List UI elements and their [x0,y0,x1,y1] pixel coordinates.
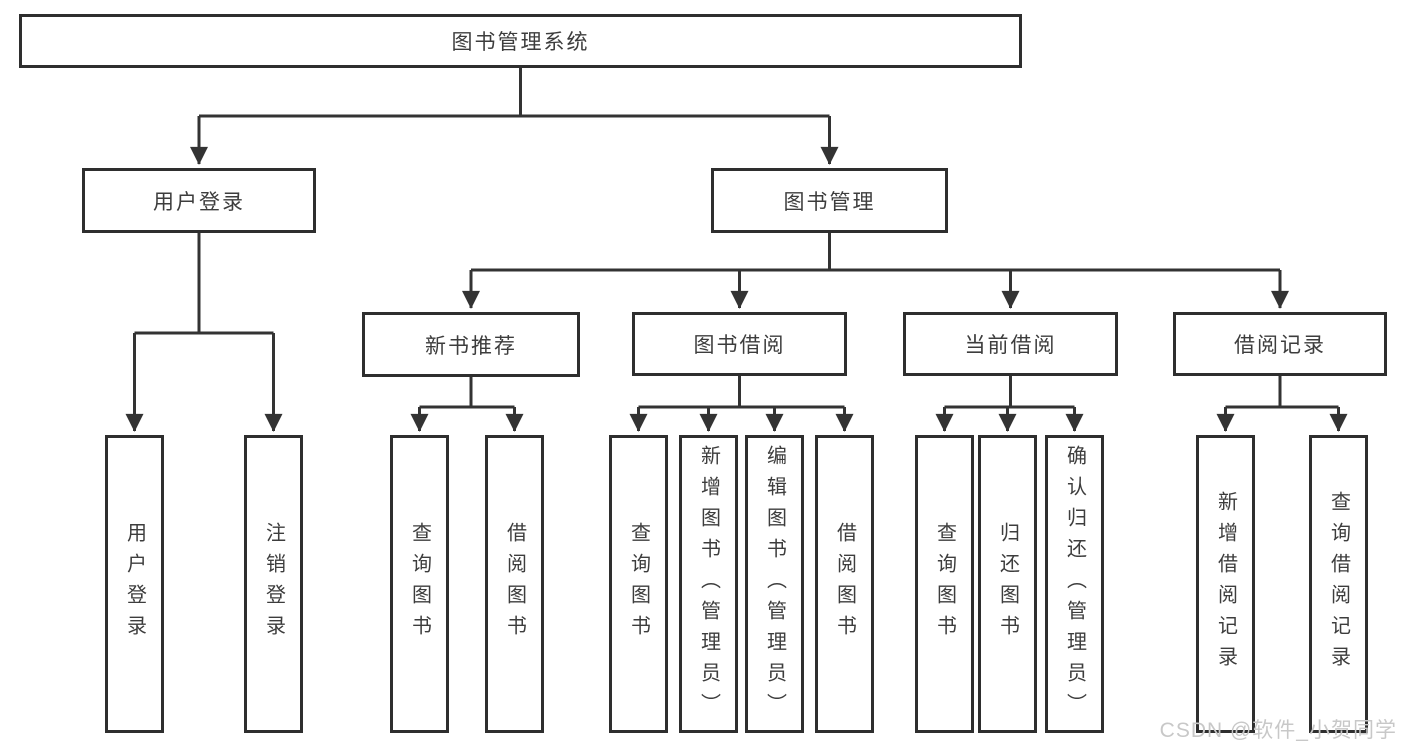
node-book-borrow: 图书借阅 [632,312,847,376]
leaf-add-books-admin: 新增图书（管理员） [679,435,738,733]
leaf-recommend-borrow-books: 借阅图书 [485,435,544,733]
node-current-borrow: 当前借阅 [903,312,1118,376]
node-borrow-records: 借阅记录 [1173,312,1387,376]
leaf-logout: 注销登录 [244,435,303,733]
leaf-recommend-query-books: 查询图书 [390,435,449,733]
leaf-confirm-return-admin: 确认归还（管理员） [1045,435,1104,733]
leaf-query-borrow-record: 查询借阅记录 [1309,435,1368,733]
leaf-edit-books-admin: 编辑图书（管理员） [745,435,804,733]
leaf-borrow-books: 借阅图书 [815,435,874,733]
csdn-watermark: CSDN @软件_小贺同学 [1159,719,1397,742]
leaf-user-login: 用户登录 [105,435,164,733]
node-user-login: 用户登录 [82,168,316,233]
leaf-add-borrow-record: 新增借阅记录 [1196,435,1255,733]
leaf-current-query-books: 查询图书 [915,435,974,733]
node-root: 图书管理系统 [19,14,1022,68]
node-book-management: 图书管理 [711,168,948,233]
leaf-return-books: 归还图书 [978,435,1037,733]
node-new-book-recommend: 新书推荐 [362,312,580,377]
leaf-borrow-query-books: 查询图书 [609,435,668,733]
